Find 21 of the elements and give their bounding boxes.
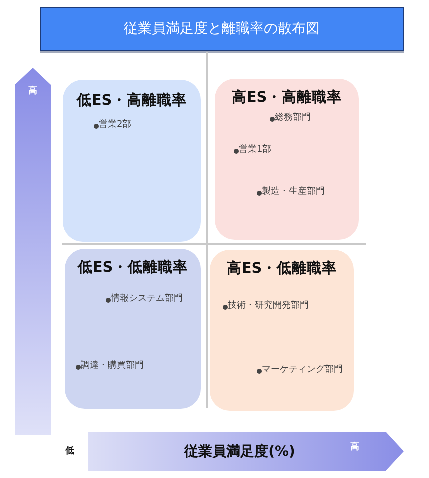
quadrant-heading: 高ES・高離職率 bbox=[232, 90, 342, 106]
department-label: 総務部門 bbox=[275, 114, 311, 123]
axis-end-label: 低 bbox=[66, 448, 74, 456]
title-bar: 従業員満足度と離職率の散布図 bbox=[40, 7, 404, 51]
quadrant-box bbox=[215, 79, 359, 240]
quadrant-heading: 高ES・低離職率 bbox=[226, 262, 338, 276]
quadrant-box bbox=[63, 80, 201, 242]
quadrant-heading: 低ES・低離職率 bbox=[78, 260, 188, 276]
axis-title: 従業員満足度(%) bbox=[184, 445, 296, 459]
department-label: マーケティング部門 bbox=[262, 366, 343, 375]
department-label: 調達・購買部門 bbox=[81, 362, 144, 371]
axis-end-label: 高 bbox=[350, 444, 360, 452]
department-label: 製造・生産部門 bbox=[262, 188, 325, 197]
department-label: 情報システム部門 bbox=[111, 295, 183, 304]
department-label: 営業2部 bbox=[99, 121, 132, 130]
axis-end-label: 高 bbox=[28, 88, 38, 96]
quadrant-box bbox=[65, 249, 201, 409]
quadrant-heading: 低ES・高離職率 bbox=[76, 94, 188, 108]
department-label: 営業1部 bbox=[239, 146, 272, 155]
quadrant-box bbox=[210, 250, 354, 411]
department-label: 技術・研究開発部門 bbox=[228, 302, 309, 311]
